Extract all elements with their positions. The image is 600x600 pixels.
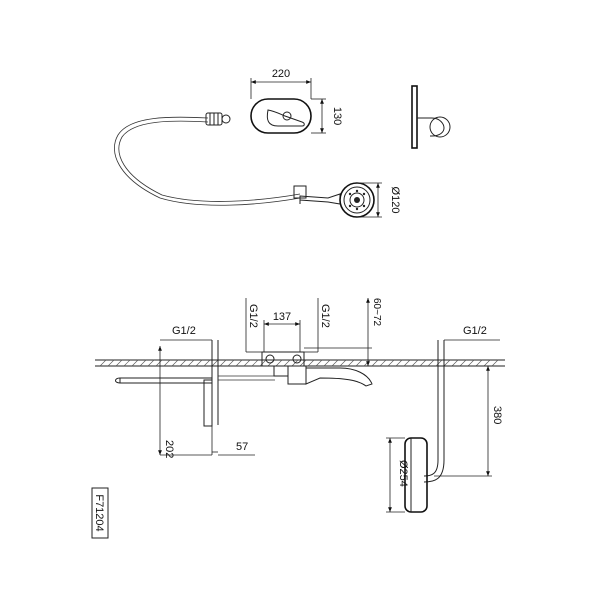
shower-arm: G1/2 [423, 325, 500, 483]
depth-range-label: 60~72 [371, 298, 382, 327]
thread-right-label: G1/2 [463, 325, 487, 337]
left-inlet-pipe: G1/2 [160, 325, 219, 425]
hand-shower-diameter-dim: Ø120 [357, 182, 401, 218]
plate-height-label: 130 [331, 107, 343, 125]
head-side-view [411, 85, 451, 149]
model-code-box: F71204 [91, 487, 109, 539]
thread-valve-left-label: G1/2 [247, 304, 259, 328]
hand-shower-head [339, 182, 375, 218]
thread-valve-right-label: G1/2 [319, 304, 331, 328]
spout [305, 367, 373, 387]
rail-height-label: 202 [163, 440, 175, 458]
shower-hose-view: Ø120 [114, 112, 401, 218]
arm-height-label: 380 [491, 406, 503, 424]
hand-shower-diameter-label: Ø120 [389, 187, 401, 214]
hand-shower-rail [115, 377, 213, 427]
installation-view: G1/2 G1/2 G1/2 137 [95, 298, 505, 513]
wall-hatching [99, 359, 499, 367]
hose-connector [205, 112, 231, 126]
wall-plate-view: 220 130 [250, 68, 343, 134]
valve-body [261, 351, 307, 385]
head-diameter-label: Ø254 [397, 460, 409, 487]
thread-left-label: G1/2 [172, 325, 196, 337]
rail-offset-label: 57 [236, 441, 248, 453]
rain-shower-head [404, 437, 428, 513]
plate-width-label: 220 [272, 68, 290, 80]
valve-spacing-label: 137 [273, 311, 291, 323]
model-code: F71204 [93, 494, 105, 531]
